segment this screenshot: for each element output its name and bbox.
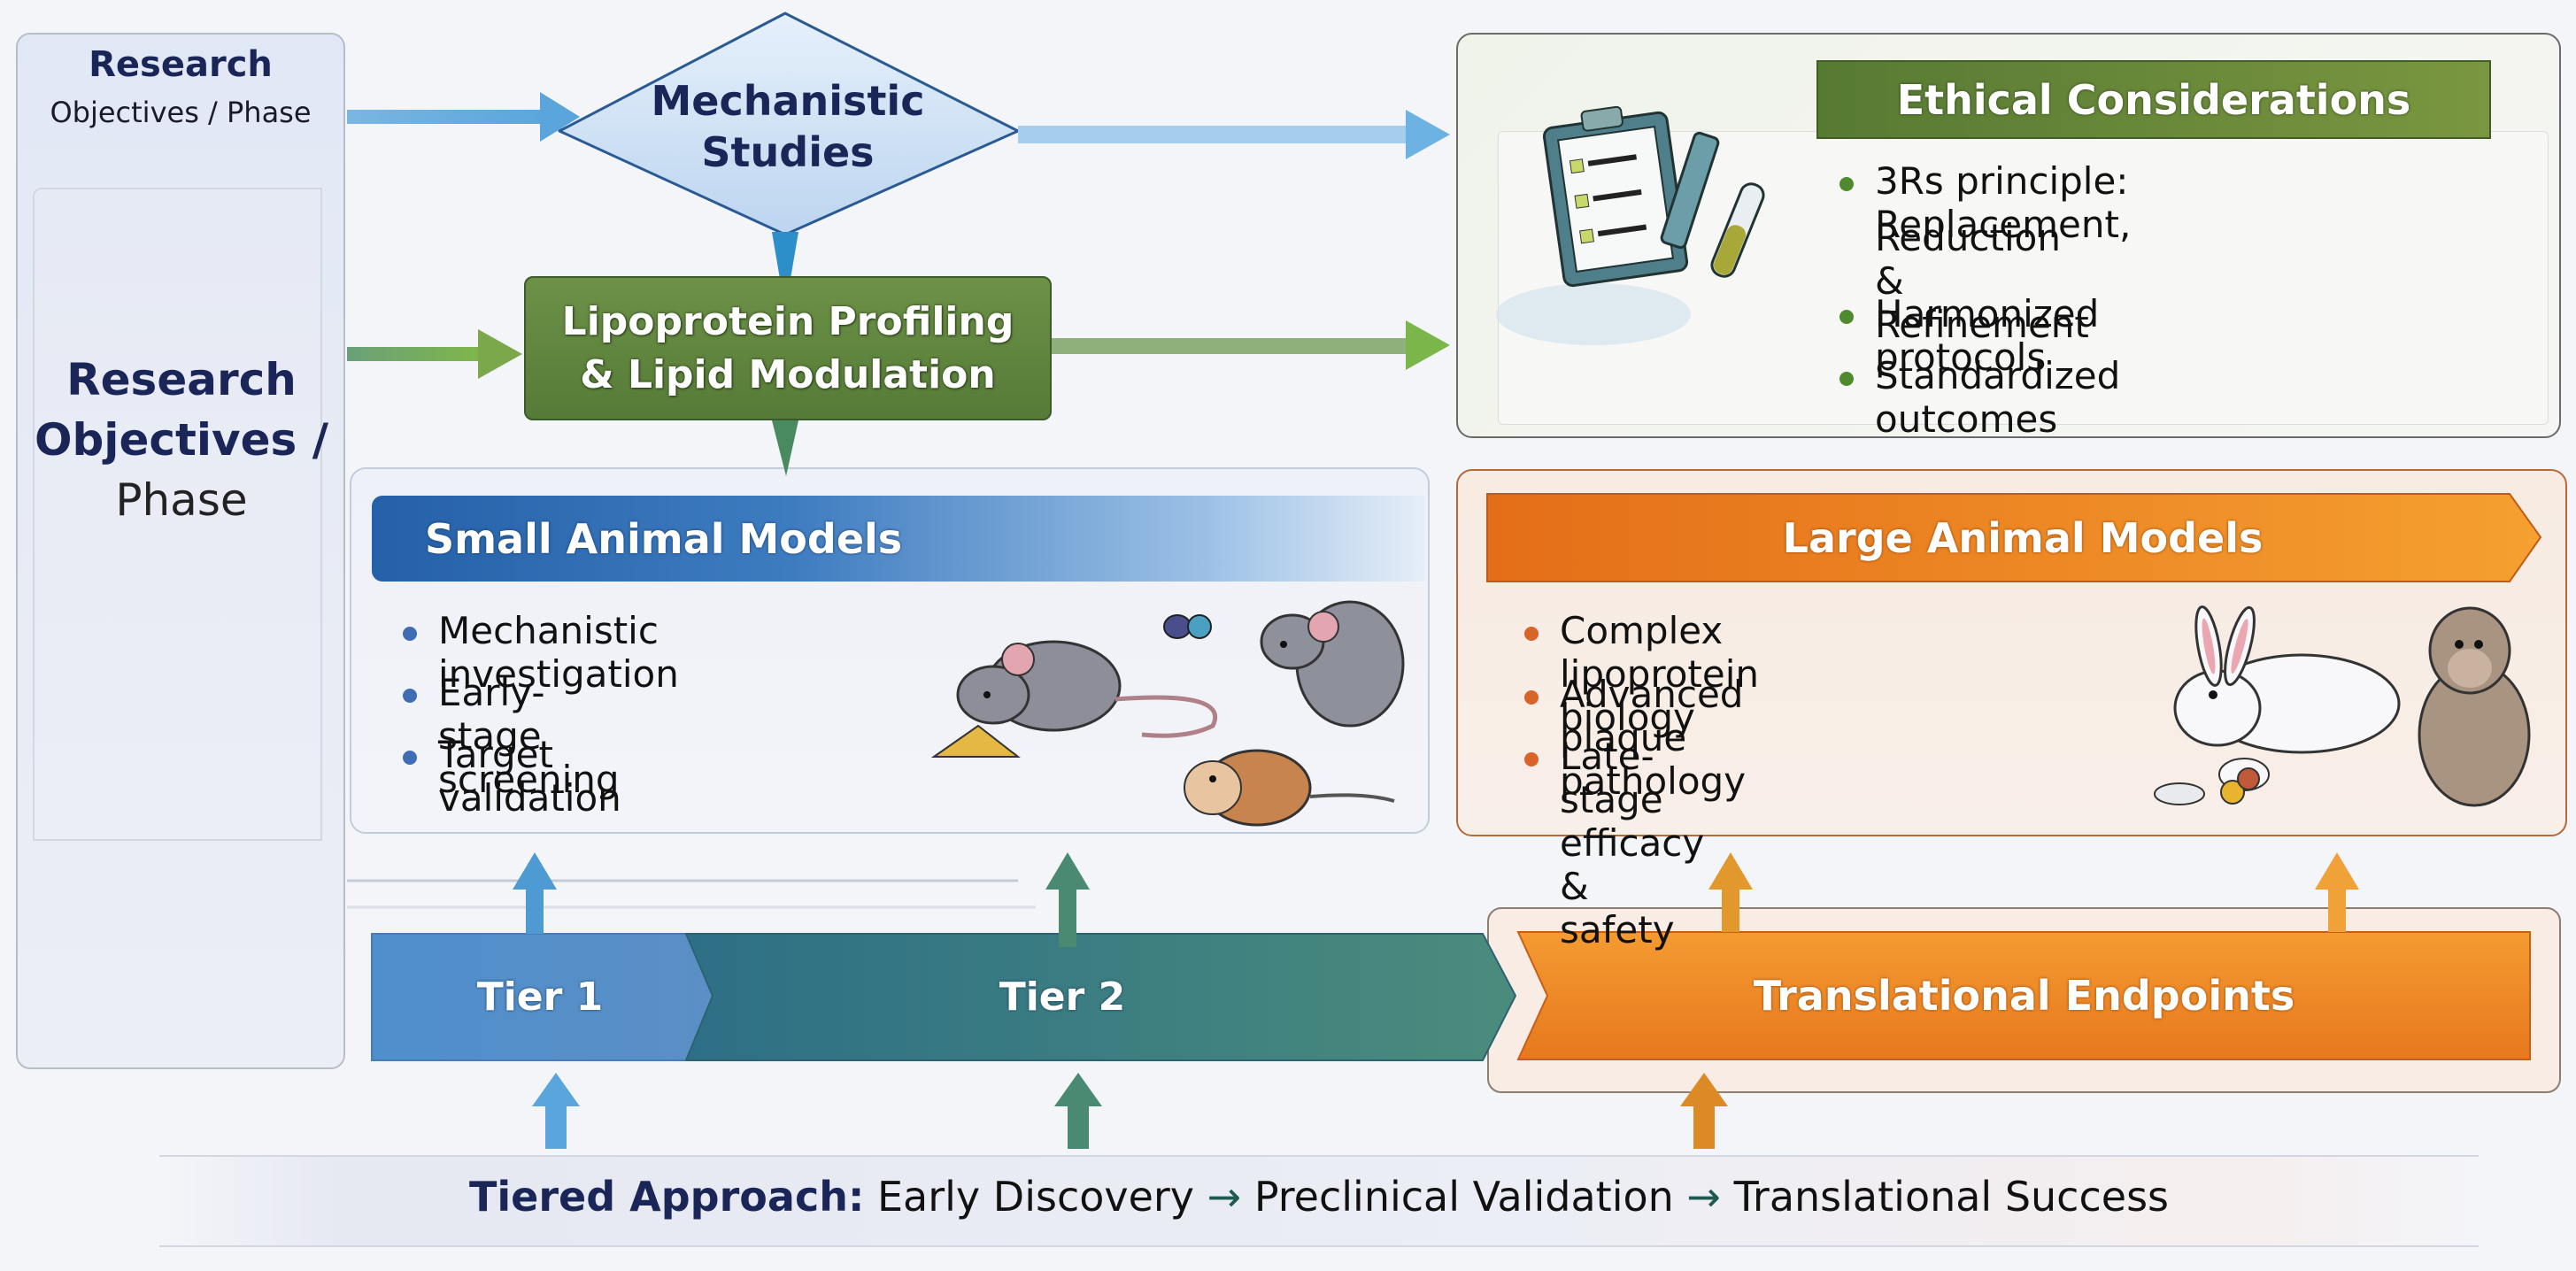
- tier2-label: Tier 2: [999, 974, 1126, 1020]
- bullet-dot: [403, 627, 417, 641]
- big-title-line3: Phase: [115, 474, 248, 526]
- research-objectives-inner-panel: [33, 188, 322, 841]
- arrow-lipoprotein-to-ethical: [1052, 320, 1450, 370]
- lipoprotein-line1: Lipoprotein Profiling: [561, 298, 1014, 344]
- pills-icon: [2154, 758, 2270, 805]
- research-objectives-label: Research Objectives / Phase: [18, 350, 345, 530]
- bullet-dot: [1524, 690, 1539, 705]
- large-animal-models-title: Large Animal Models: [1782, 513, 2264, 562]
- up-arrow-tier2-bottom: [1054, 1073, 1102, 1149]
- up-arrow-translational-bottom: [1680, 1073, 1728, 1149]
- ethical-bullet-1: 3Rs principle: Replacement,: [1839, 159, 2131, 246]
- lipoprotein-profiling-box: Lipoprotein Profiling & Lipid Modulation: [524, 276, 1052, 420]
- bullet-dot: [1839, 372, 1854, 386]
- small-animals-illustration: [930, 600, 1405, 827]
- translational-endpoints-bar: [1516, 931, 2531, 1060]
- small-bullet-3: Target validation: [403, 733, 621, 820]
- small-bullet-2: Early-stage screening: [403, 671, 620, 801]
- bullet-dot: [1524, 752, 1539, 766]
- tier2-segment: [684, 933, 1517, 1061]
- big-title-line2: Objectives /: [35, 414, 328, 466]
- left-column-title: Research: [89, 44, 273, 85]
- large-bullet-1: Complex lipoprotein biology: [1524, 609, 1759, 739]
- connector-mechanistic-to-lipoprotein: [772, 232, 798, 279]
- up-arrow-tier1-top: [513, 852, 557, 934]
- large-animal-header-bar: [1486, 493, 2542, 582]
- mouse-icon: [956, 640, 1218, 738]
- caption-arrow-1: →: [1207, 1173, 1242, 1221]
- translational-endpoints-label: Translational Endpoints: [1753, 972, 2295, 1020]
- bullet-dot: [1839, 177, 1854, 191]
- large-animals-illustration: [2154, 605, 2531, 807]
- tier-bar: [371, 933, 1517, 1061]
- arrow-mechanistic-to-ethical: [1018, 110, 1450, 159]
- arrow-to-lipoprotein: [347, 329, 522, 379]
- rabbit-icon: [2173, 605, 2401, 754]
- big-title-line1: Research: [66, 354, 297, 405]
- clipboard-test-tube-icon: [1496, 105, 1765, 345]
- up-arrow-tier2-top: [1045, 852, 1090, 947]
- large-bullet-2: Advanced plaque pathology: [1524, 673, 1746, 803]
- caption-arrow-2: →: [1686, 1173, 1721, 1221]
- tiered-approach-caption: Tiered Approach: Early Discovery → Precl…: [159, 1173, 2479, 1221]
- tiered-approach-banner: [159, 1155, 2479, 1247]
- mechanistic-line2: Studies: [701, 128, 875, 176]
- ethical-bullet-1-cont: Reduction & Refinement: [1875, 216, 2089, 346]
- up-arrow-translational-top-right: [2315, 852, 2359, 932]
- up-arrow-translational-top-left: [1708, 852, 1753, 932]
- ethical-bullet-2: Harmonized protocols: [1839, 292, 2099, 379]
- caption-label: Tiered Approach:: [468, 1173, 865, 1221]
- mechanistic-studies-label: Mechanistic Studies: [567, 75, 1009, 178]
- bullet-dot: [403, 751, 417, 765]
- small-animal-models-header: Small Animal Models: [372, 496, 1425, 582]
- connector-lipoprotein-to-small-animals: [772, 420, 798, 476]
- lipoprotein-line2: & Lipid Modulation: [580, 351, 996, 397]
- bullet-dot: [403, 689, 417, 703]
- small-bullet-1: Mechanistic investigation: [403, 609, 679, 696]
- left-column-subtitle: Objectives / Phase: [50, 96, 312, 129]
- mechanistic-line1: Mechanistic: [651, 77, 925, 125]
- arrow-to-mechanistic: [347, 92, 580, 142]
- ethical-bullet-3: Standardized outcomes: [1839, 354, 2120, 441]
- pills-icon: [1163, 614, 1212, 639]
- tier1-label: Tier 1: [476, 974, 604, 1020]
- bullet-dot: [1524, 627, 1539, 641]
- caption-step1: Early Discovery: [876, 1173, 1195, 1221]
- up-arrow-tier1-bottom: [532, 1073, 580, 1149]
- hamster-icon: [1184, 749, 1395, 827]
- caption-step2: Preclinical Validation: [1253, 1173, 1674, 1221]
- monkey-icon: [2418, 606, 2531, 807]
- large-bullet-3: Late-stage efficacy & safety: [1524, 735, 1704, 951]
- bullet-dot: [1839, 310, 1854, 324]
- rat-icon: [1260, 600, 1405, 728]
- cheese-icon: [930, 724, 1021, 758]
- ethical-considerations-header: Ethical Considerations: [1816, 60, 2491, 139]
- caption-step3: Translational Success: [1733, 1173, 2169, 1221]
